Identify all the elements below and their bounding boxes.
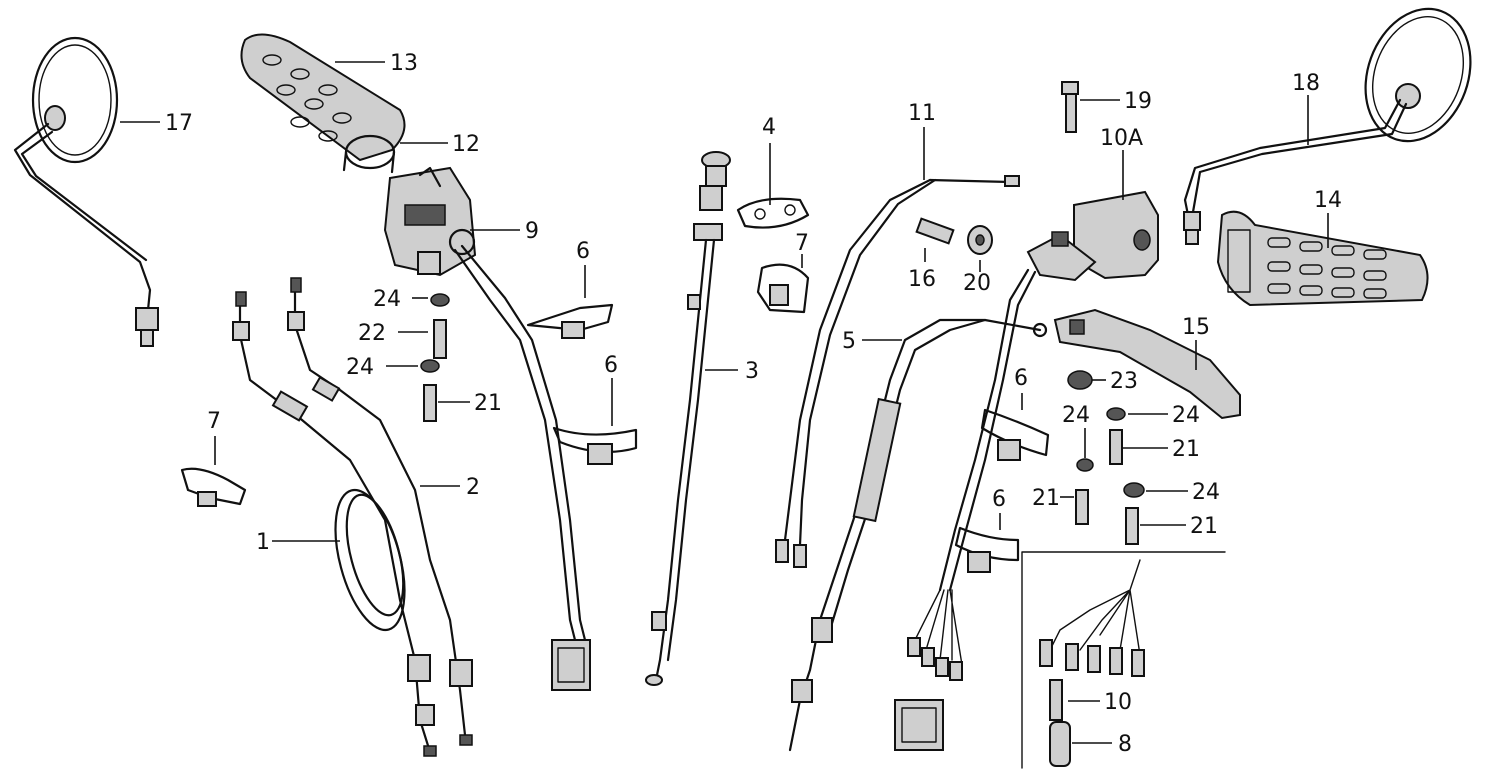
label-18: 18 — [1292, 71, 1320, 96]
choke-cable — [645, 151, 731, 686]
mirror-right — [1183, 7, 1472, 245]
part-labels: 17 13 12 9 24 22 24 21 7 1 2 6 6 3 4 7 1… — [165, 51, 1342, 757]
label-6-a: 6 — [576, 239, 590, 264]
label-14: 14 — [1314, 188, 1342, 213]
label-7-right: 7 — [795, 231, 809, 256]
label-2: 2 — [466, 475, 480, 500]
switch-right — [1026, 190, 1159, 282]
label-21-d: 21 — [1190, 514, 1218, 539]
lever-15 — [1053, 308, 1241, 420]
grip-left — [240, 33, 406, 162]
fasteners-left — [420, 293, 450, 422]
label-22: 22 — [358, 321, 386, 346]
clamp-7-left — [180, 467, 247, 507]
mirror-left — [13, 36, 159, 347]
label-10: 10 — [1104, 690, 1132, 715]
label-24-c: 24 — [1062, 403, 1090, 428]
grip-sleeve — [342, 134, 396, 174]
label-24-a: 24 — [373, 287, 401, 312]
label-24-e: 24 — [1192, 480, 1220, 505]
lead-11 — [775, 175, 1020, 568]
inset-box — [1021, 551, 1226, 769]
label-7-left: 7 — [207, 409, 221, 434]
grip-right — [1216, 210, 1429, 307]
clamp-7-right — [756, 263, 810, 314]
label-23: 23 — [1110, 369, 1138, 394]
harness-left — [453, 244, 591, 691]
label-11: 11 — [908, 101, 936, 126]
clamp-6-right-lower — [954, 526, 1020, 573]
label-6-d: 6 — [992, 487, 1006, 512]
label-21-b: 21 — [1172, 437, 1200, 462]
clutch-cable — [788, 318, 1048, 752]
bolt-16 — [915, 217, 955, 245]
clamp-6-middle — [552, 426, 638, 465]
label-21-a: 21 — [474, 391, 502, 416]
fasteners-right — [1067, 370, 1145, 545]
label-15: 15 — [1182, 315, 1210, 340]
label-17: 17 — [165, 111, 193, 136]
label-19: 19 — [1124, 89, 1152, 114]
harness-right — [894, 268, 1037, 751]
label-9: 9 — [525, 219, 539, 244]
label-6-b: 6 — [604, 353, 618, 378]
leader-lines — [120, 61, 1329, 744]
label-4: 4 — [762, 115, 776, 140]
label-10a: 10A — [1100, 126, 1143, 151]
label-13: 13 — [390, 51, 418, 76]
throttle-cables — [232, 277, 473, 757]
label-24-d: 24 — [1172, 403, 1200, 428]
label-21-c: 21 — [1032, 486, 1060, 511]
label-3: 3 — [745, 359, 759, 384]
label-24-b: 24 — [346, 355, 374, 380]
switch-left — [383, 166, 477, 277]
label-1: 1 — [256, 530, 270, 555]
gasket — [736, 197, 810, 229]
label-16: 16 — [908, 267, 936, 292]
clamp-6-right-upper — [980, 408, 1050, 461]
label-6-c: 6 — [1014, 366, 1028, 391]
washer-20 — [967, 225, 993, 255]
label-5: 5 — [842, 329, 856, 354]
label-20: 20 — [963, 271, 991, 296]
bolt-19 — [1061, 81, 1079, 133]
label-8: 8 — [1118, 732, 1132, 757]
label-12: 12 — [452, 132, 480, 157]
clamp-6-upper — [526, 303, 614, 339]
